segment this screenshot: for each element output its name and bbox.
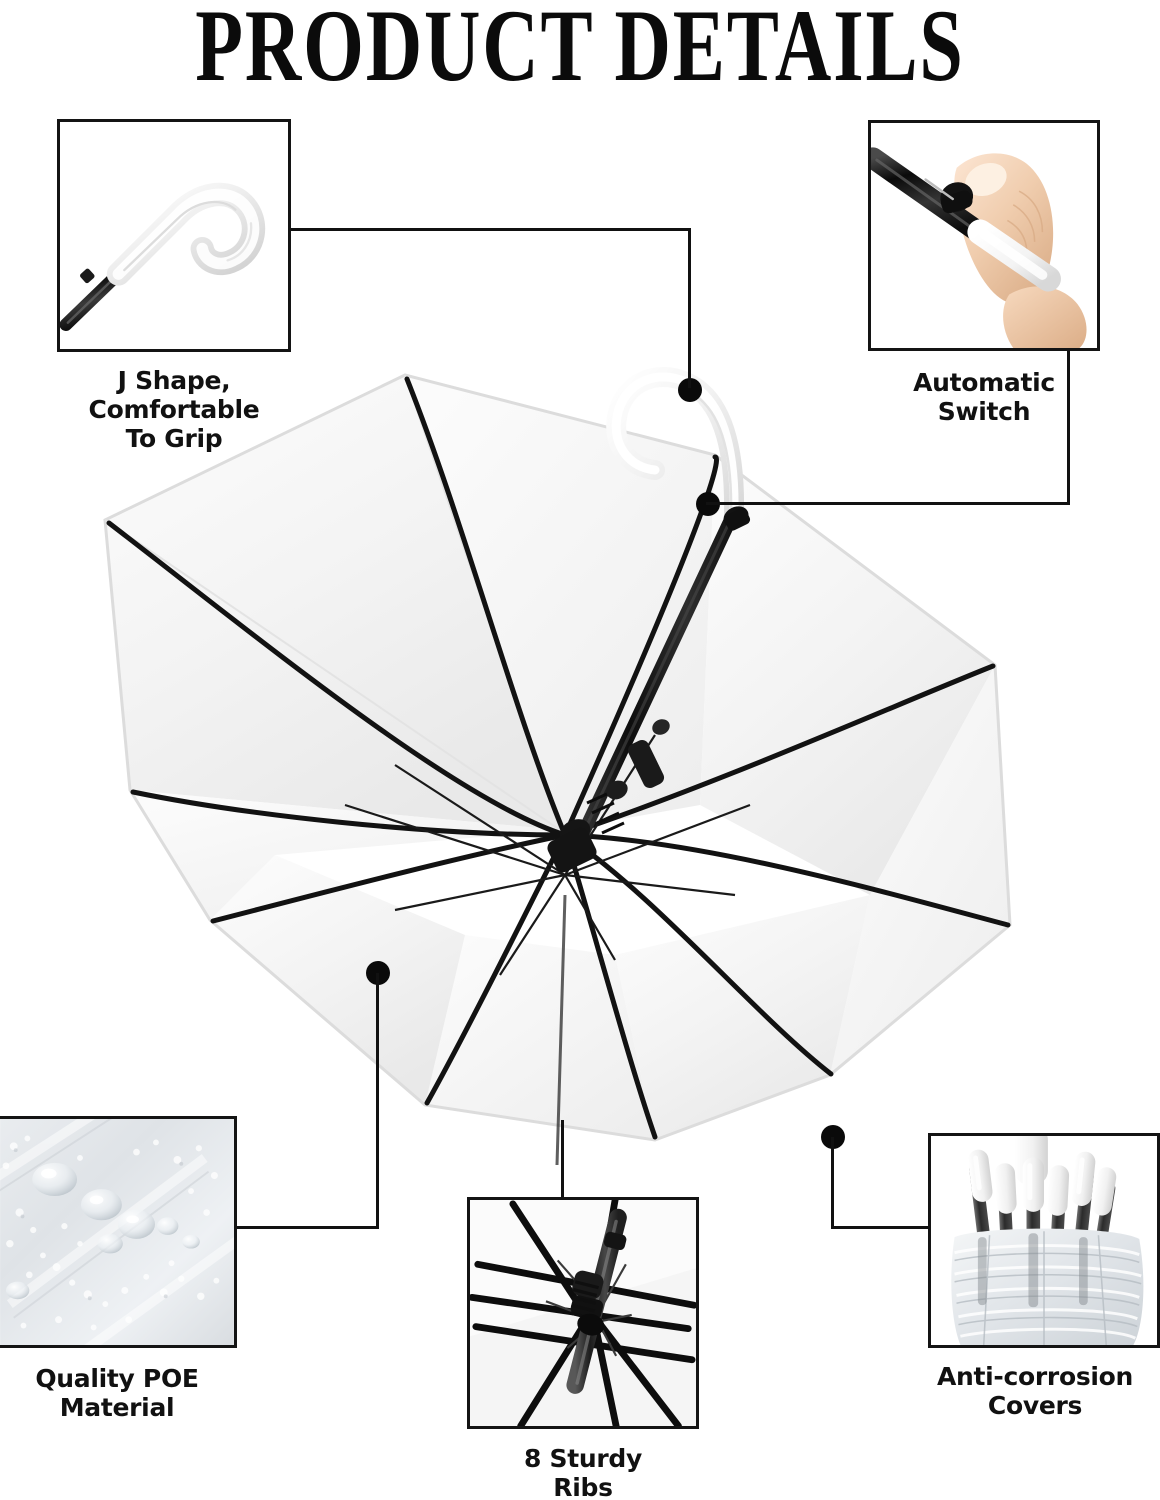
rib-tip-caps-photo (931, 1136, 1157, 1345)
callout-j-shape-caption: J Shape, Comfortable To Grip (88, 366, 260, 453)
connector-line-quality-poe-horizontal (237, 1226, 379, 1229)
connector-line-anti-corrosion-horizontal (831, 1226, 931, 1229)
callout-quality-poe-caption: Quality POE Material (35, 1364, 199, 1422)
callout-automatic-switch-caption: Automatic Switch (913, 368, 1055, 426)
callout-sturdy-ribs-frame (467, 1197, 699, 1429)
finger-pressing-switch-photo (871, 123, 1097, 348)
callout-automatic-switch-frame (868, 120, 1100, 351)
water-droplets-on-fabric-photo (0, 1119, 234, 1345)
callout-j-shape-frame (57, 119, 291, 352)
connector-line-automatic-switch-vertical (1067, 351, 1070, 505)
page-title: PRODUCT DETAILS (195, 0, 965, 104)
hero-umbrella-image (95, 335, 1075, 1165)
connector-line-j-shape-horizontal (291, 228, 691, 231)
connector-line-automatic-switch-horizontal (706, 502, 1070, 505)
rib-hub-photo (470, 1200, 696, 1426)
connector-line-quality-poe-vertical (376, 973, 379, 1229)
callout-anti-corrosion-caption: Anti-corrosion Covers (936, 1362, 1134, 1420)
connector-line-j-shape-vertical (688, 228, 691, 388)
callout-anti-corrosion-frame (928, 1133, 1160, 1348)
callout-sturdy-ribs-caption: 8 Sturdy Ribs (524, 1444, 642, 1500)
callout-quality-poe-frame (0, 1116, 237, 1348)
connector-line-sturdy-ribs-vertical (561, 1120, 564, 1200)
connector-line-anti-corrosion-vertical (831, 1137, 834, 1229)
white-j-hook-handle-photo (60, 122, 288, 349)
